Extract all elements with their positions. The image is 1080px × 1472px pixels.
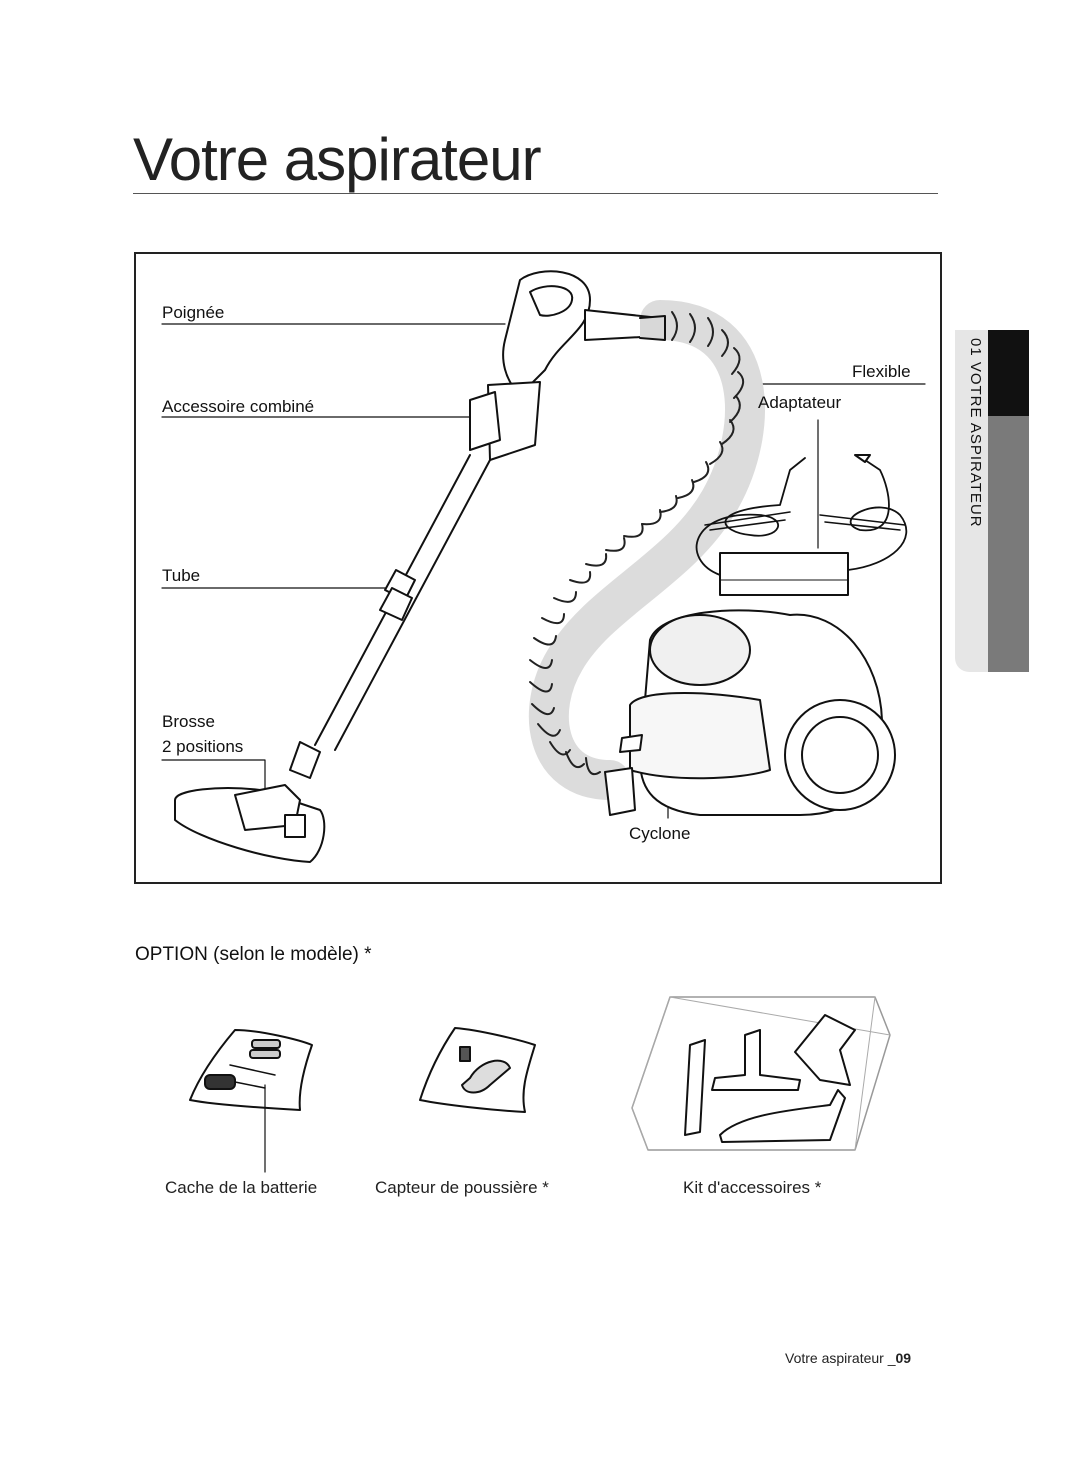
cleaning-brush: [204, 1074, 236, 1090]
crevice-tool: [684, 1039, 706, 1136]
vacuum-diagram-frame: [134, 252, 942, 884]
adapter-cable-right: [847, 459, 908, 571]
cyclone-bin: [629, 692, 771, 780]
dusting-tool: [711, 1029, 801, 1091]
option-label-dust-sensor: Capteur de poussière *: [375, 1178, 549, 1197]
leader-line-brosse: [161, 759, 266, 791]
page-number: 09: [895, 1350, 912, 1366]
power-adapter: [719, 552, 849, 596]
option-label-battery-cover: Cache de la batterie: [165, 1178, 318, 1197]
page-footer: Votre aspirateur _09: [785, 1350, 911, 1366]
flat-nozzle: [719, 1089, 846, 1143]
upholstery-tool: [794, 1014, 856, 1086]
option-label-accessory-kit: Kit d'accessoires *: [683, 1178, 822, 1197]
label-2-positions: 2 positions: [162, 737, 244, 756]
side-tab-chapter-label: 01 VOTRE ASPIRATEUR: [967, 338, 984, 528]
hose-ribs: [529, 311, 745, 776]
side-tab-background: [955, 330, 988, 672]
label-flexible: Flexible: [852, 362, 911, 381]
label-adaptateur: Adaptateur: [758, 393, 842, 412]
footer-text: Votre aspirateur _: [785, 1350, 896, 1366]
title-divider: [133, 193, 938, 194]
hose-inlet: [604, 767, 636, 816]
label-brosse: Brosse: [162, 712, 215, 731]
dust-sensor-part: [461, 1059, 511, 1094]
side-tab-marker-gray: [988, 416, 1029, 672]
label-poignee: Poignée: [162, 303, 225, 322]
options-heading: OPTION (selon le modèle) *: [135, 944, 372, 965]
side-tab-marker-black: [988, 330, 1029, 416]
cyclone-top: [649, 614, 751, 686]
label-tube: Tube: [162, 566, 201, 585]
label-accessoire-combine: Accessoire combiné: [162, 397, 315, 416]
tube-right-edge: [334, 459, 491, 751]
label-cyclone: Cyclone: [629, 824, 691, 843]
adapter-cable-left: [695, 457, 806, 576]
page-title: Votre aspirateur: [133, 126, 542, 193]
adapter-plug: [854, 454, 871, 463]
